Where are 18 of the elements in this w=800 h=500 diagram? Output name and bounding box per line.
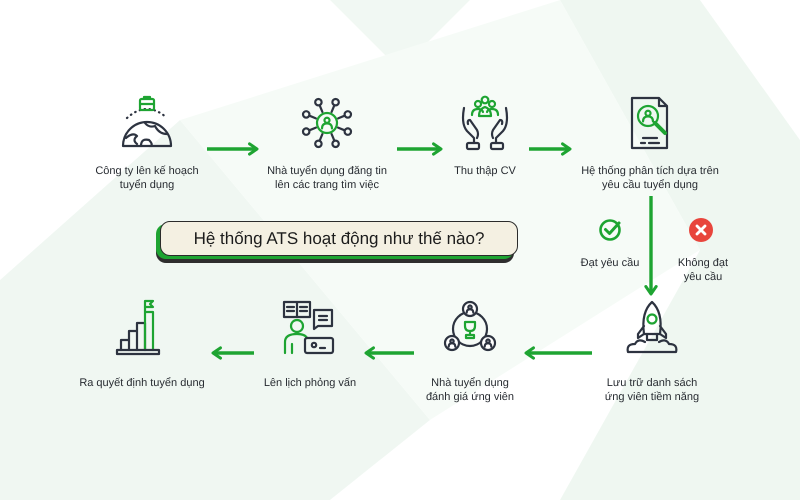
- title-banner: Hệ thống ATS hoạt động như thế nào?: [156, 221, 518, 263]
- criteria-label: Không đạt yêu cầu: [676, 256, 730, 284]
- step-label: Hệ thống phân tích dựa trên yêu cầu tuyển dụng: [580, 164, 720, 192]
- step-label: Lên lịch phỏng vấn: [262, 376, 358, 390]
- arrow: [207, 142, 258, 156]
- step-label: Lưu trữ danh sách ứng viên tiềm năng: [604, 376, 700, 404]
- arrow: [212, 346, 254, 360]
- arrow: [644, 196, 658, 296]
- step-label: Công ty lên kế hoạch tuyển dụng: [94, 164, 200, 192]
- step-label: Nhà tuyển dụng đăng tin lên các trang tìm việc: [266, 164, 388, 192]
- arrow: [364, 346, 414, 360]
- arrow: [524, 346, 592, 360]
- arrow: [529, 142, 572, 156]
- arrow: [397, 142, 442, 156]
- step-label: Thu thập CV: [453, 164, 517, 178]
- step-label: Ra quyết định tuyển dụng: [78, 376, 206, 390]
- criteria-label: Đạt yêu cầu: [580, 256, 640, 270]
- step-label: Nhà tuyển dụng đánh giá ứng viên: [424, 376, 516, 404]
